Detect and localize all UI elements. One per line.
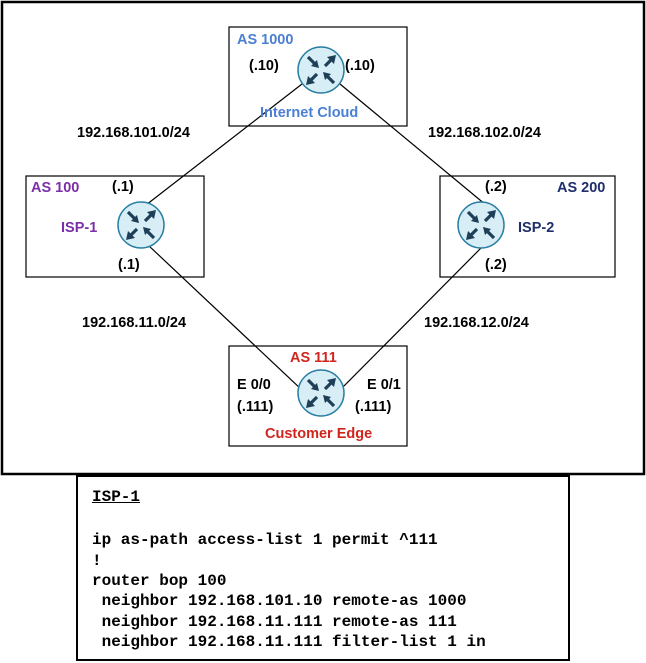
as1000-label: AS 1000 xyxy=(237,32,293,48)
as200-box xyxy=(439,175,616,278)
internet-ip-right: (.10) xyxy=(345,58,375,74)
config-line: ip as-path access-list 1 permit ^111 xyxy=(92,531,438,549)
customer-edge-label: Customer Edge xyxy=(265,426,372,442)
router-ce-icon xyxy=(296,368,346,418)
ce-if-left: E 0/0 xyxy=(237,377,271,393)
isp1-ip-top: (.1) xyxy=(112,179,134,195)
config-heading: ISP-1 xyxy=(92,488,141,506)
config-line: neighbor 192.168.11.111 remote-as 111 xyxy=(92,613,457,631)
ce-ip-left: (.111) xyxy=(237,399,273,415)
config-line: ! xyxy=(92,552,102,570)
config-line: router bop 100 xyxy=(92,572,227,590)
as111-box xyxy=(228,345,408,447)
isp2-ip-bottom: (.2) xyxy=(485,257,507,273)
as111-label: AS 111 xyxy=(290,350,337,366)
config-line: neighbor 192.168.11.111 filter-list 1 in xyxy=(92,633,486,651)
isp2-name: ISP-2 xyxy=(518,220,554,236)
isp1-name: ISP-1 xyxy=(61,220,97,236)
network-topology-diagram: AS 1000 (.10) (.10) Internet Cloud AS 10… xyxy=(0,0,646,476)
ce-if-right: E 0/1 xyxy=(367,377,401,393)
ce-ip-right: (.111) xyxy=(355,399,391,415)
isp1-ip-bottom: (.1) xyxy=(118,257,140,273)
as100-label: AS 100 xyxy=(31,180,79,196)
as200-label: AS 200 xyxy=(557,180,605,196)
isp2-ip-top: (.2) xyxy=(485,179,507,195)
net-12-label: 192.168.12.0/24 xyxy=(424,315,529,331)
link-internet-isp2 xyxy=(339,83,487,206)
as100-box xyxy=(25,175,205,278)
internet-cloud-label: Internet Cloud xyxy=(260,105,358,121)
config-line: neighbor 192.168.101.10 remote-as 1000 xyxy=(92,592,467,610)
link-isp1-ce xyxy=(147,244,303,391)
link-internet-isp1 xyxy=(145,83,303,206)
router-internet-icon xyxy=(296,45,346,95)
as1000-box xyxy=(228,26,408,127)
internet-ip-left: (.10) xyxy=(249,58,279,74)
net-101-label: 192.168.101.0/24 xyxy=(77,125,190,141)
net-11-label: 192.168.11.0/24 xyxy=(82,315,186,331)
router-isp1-icon xyxy=(116,200,166,250)
link-isp2-ce xyxy=(339,244,485,391)
net-102-label: 192.168.102.0/24 xyxy=(428,125,541,141)
isp1-config-box: ISP-1 ip as-path access-list 1 permit ^1… xyxy=(76,475,570,661)
router-isp2-icon xyxy=(456,200,506,250)
